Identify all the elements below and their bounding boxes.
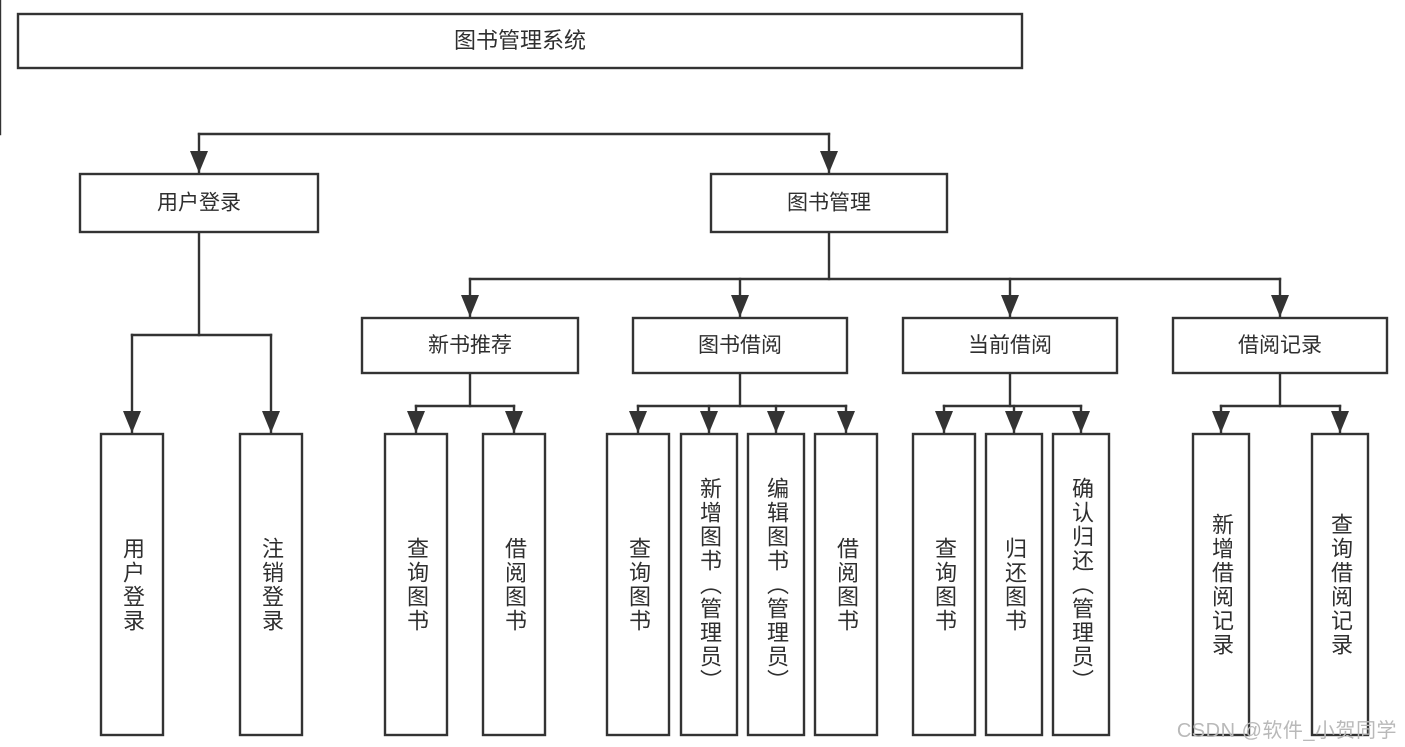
arrow-to-leaf-confirm-return xyxy=(1072,411,1090,433)
node-box-leaf-borrow-book-2[interactable] xyxy=(813,432,879,737)
arrow-to-leaf-borrow-book-1 xyxy=(505,411,523,433)
arrow-to-leaf-borrow-book-2 xyxy=(837,411,855,433)
arrow-to-leaf-query-book-1 xyxy=(407,411,425,433)
node-label-current-borrow: 当前借阅 xyxy=(968,334,1052,357)
node-label-book-borrow: 图书借阅 xyxy=(698,334,782,357)
arrow-to-book-borrow xyxy=(731,295,749,317)
arrow-to-leaf-return-book xyxy=(1005,411,1023,433)
arrow-to-leaf-query-book-3 xyxy=(935,411,953,433)
node-box-layer xyxy=(16,12,1389,737)
node-box-leaf-user-login[interactable] xyxy=(99,432,165,737)
node-box-leaf-add-book[interactable] xyxy=(679,432,739,737)
arrow-to-leaf-query-book-2 xyxy=(629,411,647,433)
node-label-user-login: 用户登录 xyxy=(157,192,241,215)
node-box-leaf-edit-book[interactable] xyxy=(746,432,806,737)
node-label-root: 图书管理系统 xyxy=(454,28,586,53)
watermark-text: CSDN @软件_小贺同学 xyxy=(1176,720,1397,742)
node-label-borrow-records: 借阅记录 xyxy=(1238,334,1322,357)
node-box-leaf-logout[interactable] xyxy=(238,432,304,737)
node-box-root[interactable] xyxy=(16,12,1024,70)
node-box-leaf-query-book-1[interactable] xyxy=(383,432,449,737)
node-box-leaf-query-book-3[interactable] xyxy=(911,432,977,737)
node-box-borrow-records[interactable] xyxy=(1171,316,1389,375)
node-box-leaf-add-record[interactable] xyxy=(1191,432,1251,737)
arrow-to-leaf-add-book xyxy=(700,411,718,433)
node-box-leaf-borrow-book-1[interactable] xyxy=(481,432,547,737)
node-box-book-management[interactable] xyxy=(709,172,949,234)
node-box-book-borrow[interactable] xyxy=(631,316,849,375)
connector-layer xyxy=(0,0,1349,435)
node-box-leaf-query-book-2[interactable] xyxy=(605,432,671,737)
arrow-to-leaf-edit-book xyxy=(767,411,785,433)
node-label-new-book-recommend: 新书推荐 xyxy=(428,334,512,357)
node-box-leaf-return-book[interactable] xyxy=(984,432,1044,737)
node-box-current-borrow[interactable] xyxy=(901,316,1119,375)
arrow-to-book-management xyxy=(820,151,838,173)
arrow-to-leaf-logout xyxy=(262,411,280,433)
arrow-to-user-login xyxy=(190,151,208,173)
arrow-to-new-book-recommend xyxy=(461,295,479,317)
arrow-to-borrow-records xyxy=(1271,295,1289,317)
node-box-leaf-confirm-return[interactable] xyxy=(1051,432,1111,737)
arrow-to-current-borrow xyxy=(1001,295,1019,317)
node-box-leaf-query-record[interactable] xyxy=(1310,432,1370,737)
arrow-to-leaf-user-login xyxy=(123,411,141,433)
node-box-user-login[interactable] xyxy=(78,172,320,234)
node-box-new-book-recommend[interactable] xyxy=(360,316,580,375)
arrow-to-leaf-query-record xyxy=(1331,411,1349,433)
node-label-book-management: 图书管理 xyxy=(787,192,871,215)
arrow-to-leaf-add-record xyxy=(1212,411,1230,433)
